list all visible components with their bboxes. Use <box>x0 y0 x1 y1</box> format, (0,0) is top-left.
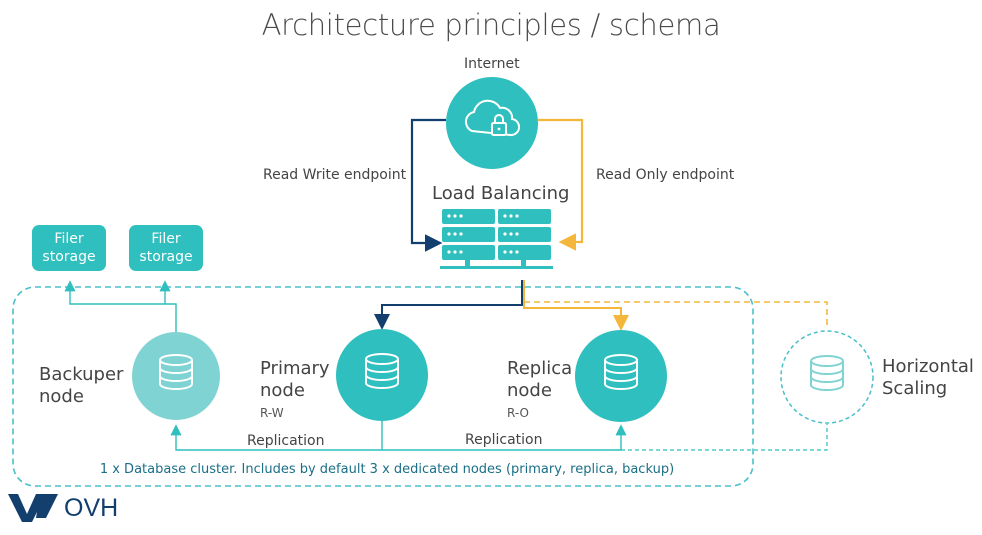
lb-to-horizontal-line <box>524 301 828 329</box>
database-icon <box>810 355 844 391</box>
filer-storage-box: Filer storage <box>129 225 203 271</box>
horizontal-line2: Scaling <box>882 378 948 399</box>
filer-storage-line2: storage <box>42 249 96 265</box>
filer-storage-line1: Filer <box>151 231 181 247</box>
primary-mode: R-W <box>260 406 284 420</box>
backuper-node-circle <box>132 332 220 420</box>
backuper-to-filer-line <box>64 280 177 333</box>
replica-mode: R-O <box>507 406 529 420</box>
replica-line2: node <box>507 380 552 401</box>
primary-line1: Primary <box>260 358 330 379</box>
backuper-node-label: Backuper node <box>39 364 123 408</box>
replication-to-horizontal-line <box>621 424 828 451</box>
lb-to-replica-line <box>523 280 629 331</box>
replica-line1: Replica <box>507 358 573 379</box>
ro-endpoint-label: Read Only endpoint <box>596 167 735 183</box>
replication-label: Replication <box>247 433 325 449</box>
cloud-lock-icon <box>464 99 521 137</box>
internet-node <box>446 77 538 169</box>
database-icon <box>159 354 193 390</box>
horizontal-scaling-label: Horizontal Scaling <box>882 356 974 400</box>
ovh-logo-icon <box>8 494 58 522</box>
primary-line2: node <box>260 380 305 401</box>
filer-storage-box: Filer storage <box>32 225 106 271</box>
horizontal-line1: Horizontal <box>882 356 974 377</box>
rw-endpoint-label: Read Write endpoint <box>263 167 407 183</box>
filer-storage-line1: Filer <box>54 231 84 247</box>
cluster-caption: 1 x Database cluster. Includes by defaul… <box>99 462 675 477</box>
database-icon <box>365 353 399 389</box>
replication-to-backuper-line <box>170 421 383 451</box>
backuper-line1: Backuper <box>39 364 124 385</box>
lb-to-primary-line <box>374 280 523 330</box>
rw-endpoint-line <box>410 118 446 252</box>
database-icon <box>604 354 638 390</box>
ro-endpoint-line <box>538 118 584 251</box>
load-balancing-label: Load Balancing <box>432 183 570 204</box>
replica-node-label: Replica node R-O <box>507 358 572 424</box>
server-rack-icon <box>440 209 553 269</box>
primary-node-label: Primary node R-W <box>260 358 330 424</box>
primary-node-circle <box>336 329 428 421</box>
filer-storage-line2: storage <box>139 249 193 265</box>
backuper-line2: node <box>39 386 84 407</box>
replica-node-circle <box>575 330 667 422</box>
ovh-logo-text: OVH <box>64 494 119 522</box>
replication-label: Replication <box>465 432 543 448</box>
page-title: Architecture principles / schema <box>261 8 721 42</box>
internet-label: Internet <box>464 56 520 72</box>
horizontal-scaling-circle <box>780 330 874 424</box>
